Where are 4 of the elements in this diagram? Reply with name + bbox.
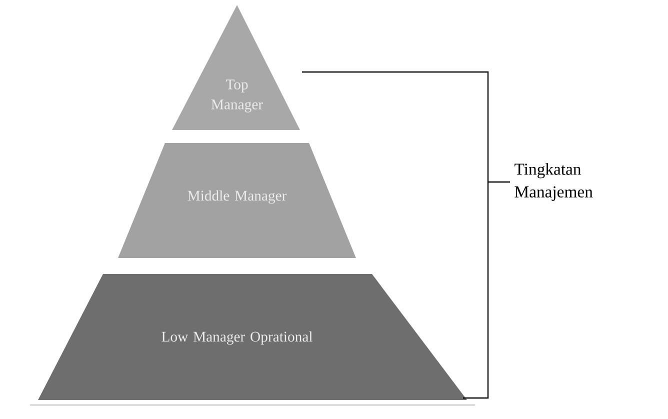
pyramid-tier: Middle Manager xyxy=(118,143,356,258)
pyramid-tier: Top Manager xyxy=(172,5,300,130)
pyramid-tier: Low Manager Oprational xyxy=(38,274,467,400)
bracket-label: Tingkatan Manajemen xyxy=(514,163,593,201)
